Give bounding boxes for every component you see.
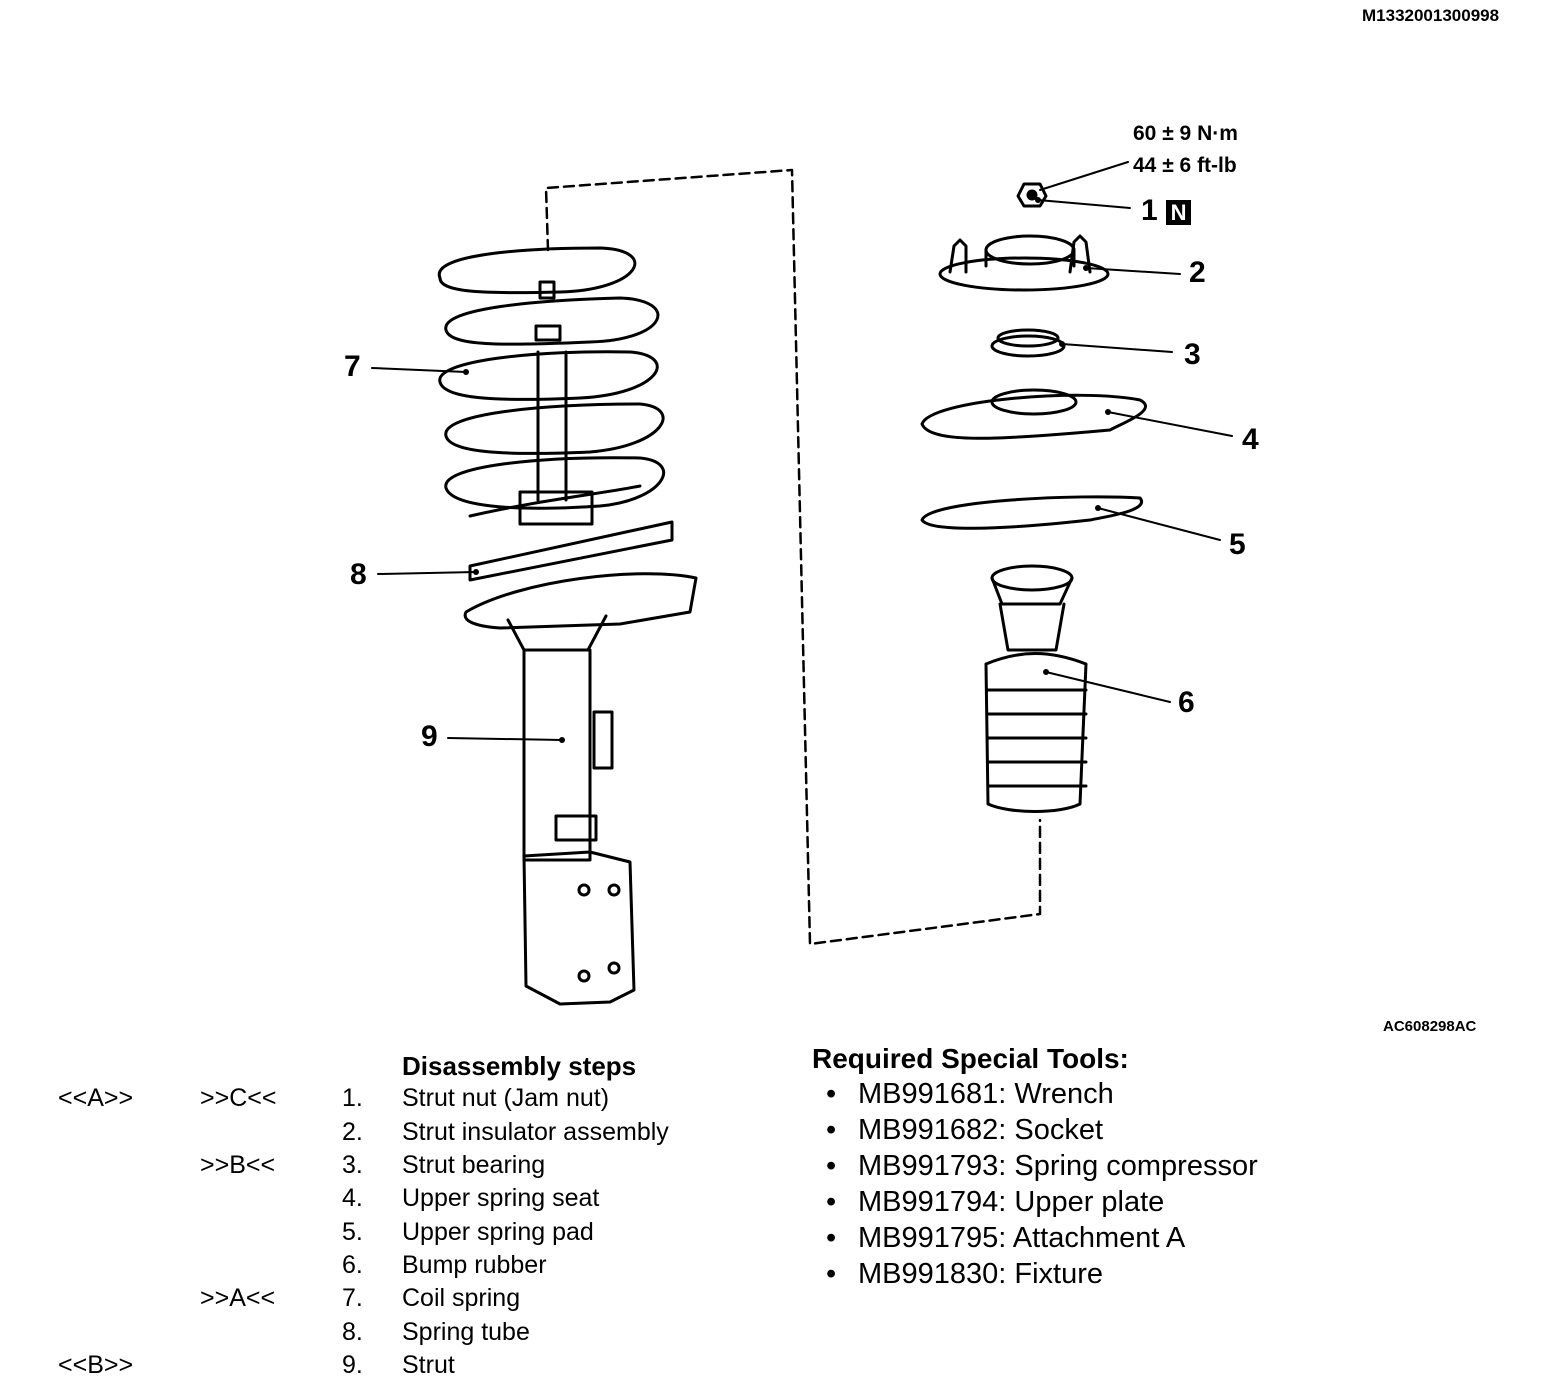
step-row: 5. Upper spring pad [0, 1218, 760, 1252]
step-row: 2. Strut insulator assembly [0, 1118, 760, 1152]
step-label: Strut nut (Jam nut) [402, 1084, 610, 1112]
figure-code: AC608298AC [1383, 1018, 1477, 1035]
callout-9: 9 [421, 720, 438, 753]
new-part-badge: N [1166, 200, 1192, 225]
document-id: M1332001300998 [1362, 6, 1500, 25]
step-number: 2. [342, 1118, 363, 1146]
strut-bearing-illustration [990, 328, 1066, 358]
upper-spring-pad-illustration [920, 495, 1144, 530]
leader-torque [1039, 161, 1129, 191]
tool-label: MB991793: Spring compressor [858, 1150, 1258, 1182]
step-tag-right: >>C<< [200, 1084, 277, 1112]
step-row: >>A<< 7. Coil spring [0, 1284, 760, 1318]
leader-6 [1045, 671, 1171, 703]
tool-item: • MB991681: Wrench [826, 1078, 1114, 1111]
spring-tube-illustration [463, 490, 698, 652]
disassembly-heading: Disassembly steps [402, 1051, 637, 1081]
step-tag-left: <<B>> [58, 1351, 134, 1379]
callout-6: 6 [1178, 686, 1195, 719]
tool-item: • MB991830: Fixture [826, 1258, 1103, 1291]
step-number: 3. [342, 1151, 363, 1179]
callout-1-number: 1 [1141, 194, 1158, 227]
step-row: 8. Spring tube [0, 1318, 760, 1352]
step-label: Strut bearing [402, 1151, 546, 1179]
step-label: Coil spring [402, 1284, 521, 1312]
tool-label: MB991794: Upper plate [858, 1186, 1165, 1218]
step-number: 7. [342, 1284, 363, 1312]
callout-5: 5 [1229, 528, 1246, 561]
strut-exploded-diagram [371, 161, 1233, 1006]
callout-8: 8 [350, 558, 367, 591]
tool-item: • MB991794: Upper plate [826, 1186, 1164, 1219]
bump-rubber-illustration [984, 564, 1088, 813]
tool-item: • MB991795: Attachment A [826, 1222, 1185, 1255]
torque-imperial: 44 ± 6 ft-lb [1133, 154, 1237, 177]
tool-item: • MB991682: Socket [826, 1114, 1103, 1147]
bullet-icon: • [826, 1078, 837, 1110]
leader-1 [1037, 199, 1131, 209]
leader-2 [1085, 267, 1181, 275]
upper-spring-seat-illustration [920, 388, 1147, 440]
bullet-icon: • [826, 1186, 837, 1218]
coil-spring-illustration [437, 246, 665, 518]
step-number: 4. [342, 1184, 363, 1212]
tool-item: • MB991793: Spring compressor [826, 1150, 1258, 1183]
step-row: 6. Bump rubber [0, 1251, 760, 1285]
callout-2: 2 [1189, 256, 1206, 289]
strut-insulator-illustration [938, 234, 1110, 292]
step-label: Strut insulator assembly [402, 1118, 669, 1146]
strut-body-illustration [522, 648, 636, 1006]
callout-4: 4 [1242, 423, 1259, 456]
callout-7: 7 [344, 350, 361, 383]
alignment-line [544, 168, 1042, 946]
step-number: 8. [342, 1318, 363, 1346]
step-label: Strut [402, 1351, 455, 1379]
leader-9 [447, 737, 563, 741]
step-label: Upper spring pad [402, 1218, 594, 1246]
step-number: 6. [342, 1251, 363, 1279]
step-row: <<B>> 9. Strut [0, 1351, 760, 1385]
tool-label: MB991830: Fixture [858, 1258, 1104, 1290]
leader-7 [371, 367, 467, 373]
step-number: 1. [342, 1084, 363, 1112]
tool-label: MB991682: Socket [858, 1114, 1104, 1146]
step-row: >>B<< 3. Strut bearing [0, 1151, 760, 1185]
step-label: Upper spring seat [402, 1184, 600, 1212]
bullet-icon: • [826, 1222, 837, 1254]
leader-4 [1107, 411, 1233, 437]
step-number: 9. [342, 1351, 363, 1379]
tool-label: MB991681: Wrench [858, 1078, 1114, 1110]
bullet-icon: • [826, 1258, 837, 1290]
step-row: <<A>> >>C<< 1. Strut nut (Jam nut) [0, 1084, 760, 1118]
leader-3 [1061, 343, 1173, 353]
strut-nut-illustration [1016, 182, 1048, 208]
step-tag-left: <<A>> [58, 1084, 134, 1112]
step-tag-right: >>A<< [200, 1284, 276, 1312]
leader-8 [377, 571, 477, 575]
step-number: 5. [342, 1218, 363, 1246]
step-row: 4. Upper spring seat [0, 1184, 760, 1218]
callout-3: 3 [1184, 338, 1201, 371]
torque-metric: 60 ± 9 N·m [1133, 122, 1238, 145]
step-label: Spring tube [402, 1318, 530, 1346]
leader-5 [1097, 507, 1221, 541]
step-tag-right: >>B<< [200, 1151, 276, 1179]
tool-label: MB991795: Attachment A [858, 1222, 1186, 1254]
bullet-icon: • [826, 1114, 837, 1146]
callout-1: 1 N [1141, 194, 1192, 228]
bullet-icon: • [826, 1150, 837, 1182]
step-label: Bump rubber [402, 1251, 547, 1279]
special-tools-heading: Required Special Tools: [812, 1043, 1129, 1074]
